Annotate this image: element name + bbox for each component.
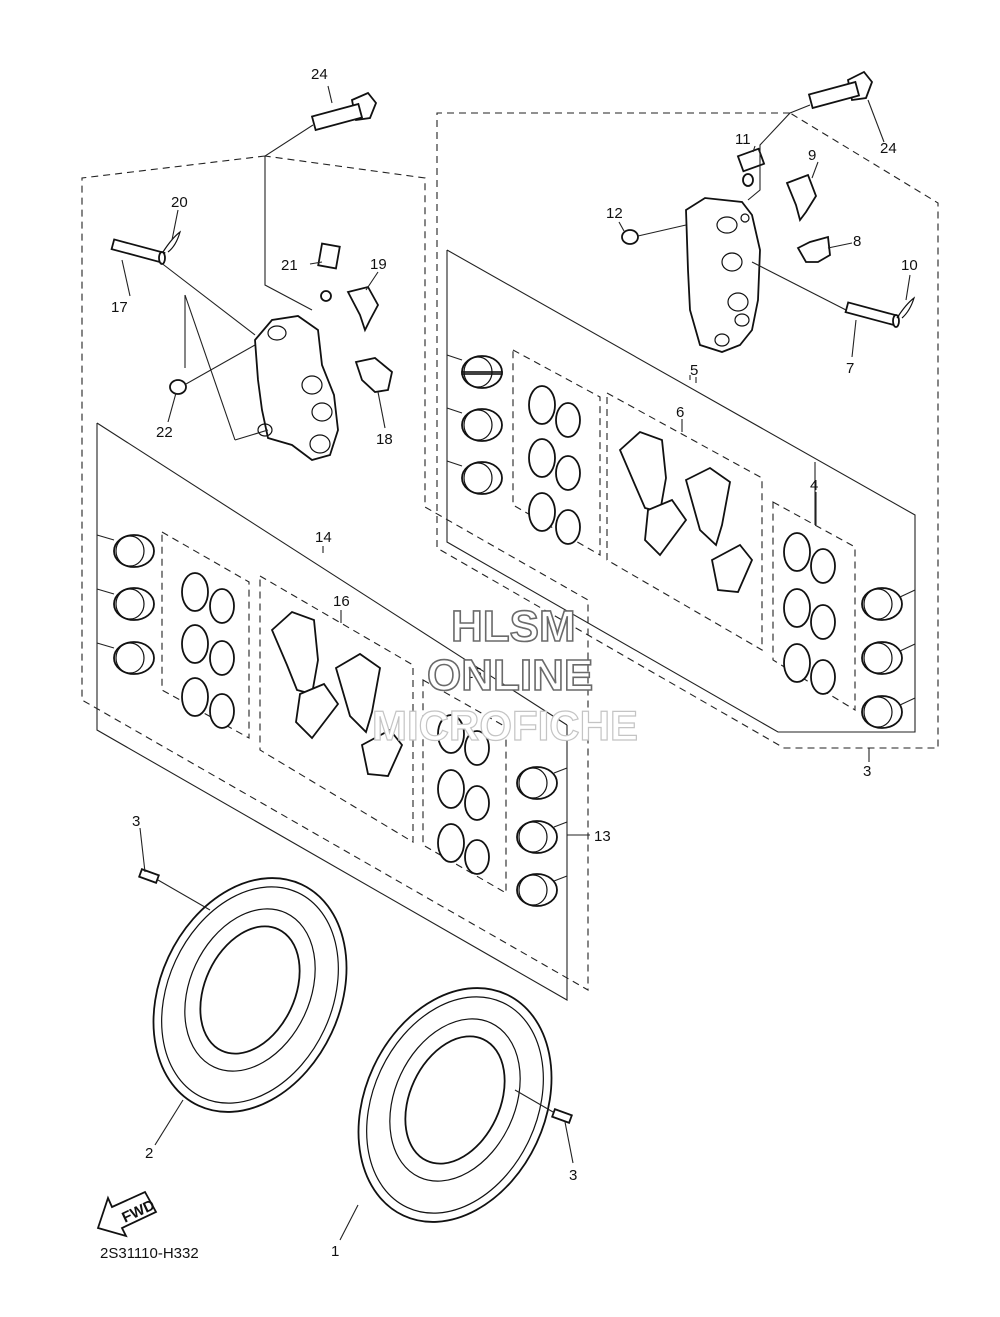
diagram-code: 2S31110-H332 [100,1245,199,1262]
plug-23 [169,379,187,395]
callout-15: 14 [315,529,332,546]
pin-clip-21 [162,230,182,253]
callout-19: 18 [376,431,393,448]
watermark-line-1: HLSM [451,602,576,651]
callout-2: 2 [145,1145,153,1162]
brake-disc-1 [357,987,553,1223]
callout-23: 22 [156,424,173,441]
disc-bolt-3-lower [514,1089,573,1124]
watermark: HLSM ONLINE MICROFICHE [371,601,638,749]
plug-13 [621,229,639,245]
callout-14: 13 [594,828,611,845]
kit-15-bracket [96,423,568,1001]
fwd-arrow: FWD [96,1190,158,1238]
callout-20: 19 [370,256,387,273]
callout-3-lower: 3 [569,1167,577,1184]
leader-lines [121,85,911,1241]
callout-8: 7 [846,360,854,377]
pad-spring-20 [346,285,380,333]
caliper-bolt-24-right [807,70,874,110]
piston-set-right-b [861,587,916,729]
brake-disc-2 [152,877,348,1113]
callout-1: 1 [331,1243,339,1260]
callout-21: 20 [171,194,188,211]
left-caliper-body [254,315,339,461]
callout-18: 17 [111,299,128,316]
pad-kit-17-outline [259,575,414,843]
callout-24-left: 24 [311,66,328,83]
pad-spring-10 [785,173,818,223]
pad-kit-7-outline [606,392,763,651]
watermark-line-3: MICROFICHE [372,702,638,749]
callout-6: 4 [810,477,818,494]
seal-kit-outline-right [512,349,601,556]
brake-pads-left [270,610,404,777]
callout-9: 8 [853,233,861,250]
callout-5: 5 [690,362,698,379]
callout-10: 9 [808,147,816,164]
disc-bolt-3-upper [138,868,211,911]
pad-clip-9 [796,235,831,263]
callout-16: 15 [465,665,482,682]
watermark-line-2: ONLINE [427,651,593,700]
callout-labels: 24 24 11 9 12 8 10 7 5 6 4 3 20 21 19 17… [111,66,918,1260]
seal-kit-outline-left-2 [422,679,507,894]
callout-13: 12 [606,205,623,222]
seal-kit-outline-left [161,531,250,739]
right-caliper-body [685,197,761,353]
piston-set-right-a [446,354,503,495]
bleed-screw-12 [736,147,766,187]
pad-pin-18 [110,238,166,265]
right-caliper-assembly-outline [436,112,939,749]
callout-17: 16 [333,593,350,610]
callout-3-upper: 3 [132,813,140,830]
bleed-screw-22 [317,242,341,302]
pin-clip-11 [896,296,916,319]
kit-5-bracket [446,249,916,733]
seal-set-left-b [437,714,490,875]
callout-12: 11 [735,131,751,148]
callout-11: 10 [901,257,918,274]
callout-22: 21 [281,257,298,274]
callout-7: 6 [676,404,684,421]
left-caliper-assembly-outline [81,155,589,991]
pad-clip-19 [354,357,393,393]
piston-set-left-b [516,766,568,907]
seal-set-left-a [181,572,235,729]
seal-set-right-b [783,532,836,695]
callout-24-right: 24 [880,140,897,157]
seal-kit-outline-right-2 [772,501,856,711]
caliper-bolt-24-left [310,91,378,132]
brake-pads-right [618,430,754,593]
callout-4: 3 [863,763,871,780]
pad-pin-8 [844,301,900,328]
seal-set-right-a [528,385,581,545]
piston-set-left-a [96,534,155,675]
